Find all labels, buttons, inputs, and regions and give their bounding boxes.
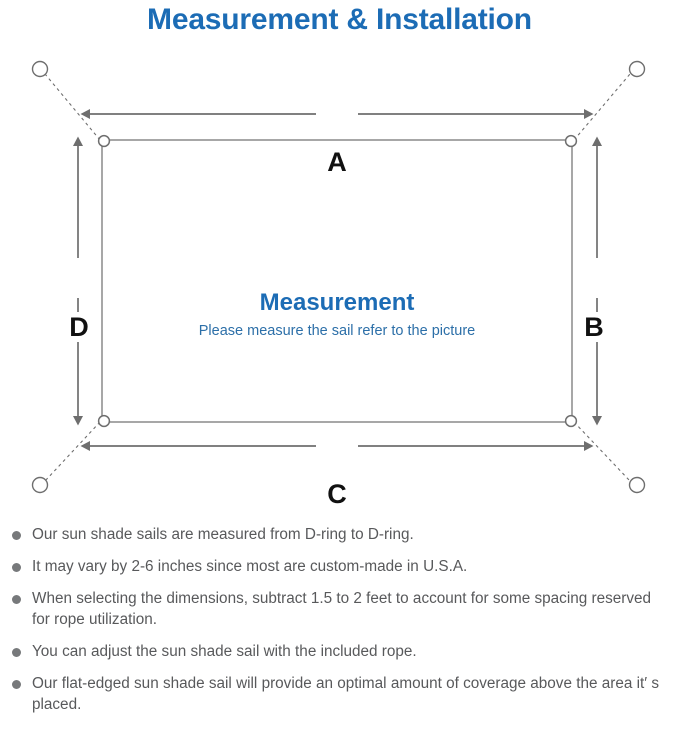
anchor-ring-bottom-left xyxy=(31,476,49,494)
anchor-rings xyxy=(31,60,646,494)
rope-bottom-right xyxy=(573,421,631,482)
bullet-icon xyxy=(12,595,21,604)
bullet-icon xyxy=(12,563,21,572)
rope-lines xyxy=(44,73,631,482)
anchor-ring-bottom-right xyxy=(628,476,646,494)
bullet-icon xyxy=(12,648,21,657)
dimension-label-c: C xyxy=(319,479,355,509)
sail-rectangle xyxy=(101,139,573,423)
rope-bottom-left xyxy=(44,421,101,482)
notes-list: Our sun shade sails are measured from D-… xyxy=(0,524,679,726)
d-rings xyxy=(97,134,578,428)
list-item: Our sun shade sails are measured from D-… xyxy=(0,524,679,545)
d-ring-top-left xyxy=(97,134,111,148)
rope-top-left xyxy=(44,73,101,141)
note-text: You can adjust the sun shade sail with t… xyxy=(32,643,417,660)
list-item: Our flat-edged sun shade sail will provi… xyxy=(0,673,679,715)
dimension-label-b: B xyxy=(576,312,612,342)
page-title: Measurement & Installation xyxy=(147,3,532,36)
dimension-label-d: D xyxy=(61,312,97,342)
note-text: Our sun shade sails are measured from D-… xyxy=(32,526,414,543)
note-text: It may vary by 2-6 inches since most are… xyxy=(32,558,468,575)
d-ring-bottom-left xyxy=(97,414,111,428)
diagram-svg xyxy=(31,60,646,494)
bullet-icon xyxy=(12,680,21,689)
sail-measurement-diagram: Measurement Please measure the sail refe… xyxy=(0,48,679,518)
note-text: When selecting the dimensions, subtract … xyxy=(32,590,652,628)
d-ring-top-right xyxy=(564,134,578,148)
rope-top-right xyxy=(573,73,631,141)
note-text: Our flat-edged sun shade sail will provi… xyxy=(32,675,660,713)
anchor-ring-top-left xyxy=(31,60,49,78)
list-item: When selecting the dimensions, subtract … xyxy=(0,588,679,630)
d-ring-bottom-right xyxy=(564,414,578,428)
anchor-ring-top-right xyxy=(628,60,646,78)
bullet-icon xyxy=(12,531,21,540)
list-item: It may vary by 2-6 inches since most are… xyxy=(0,556,679,577)
list-item: You can adjust the sun shade sail with t… xyxy=(0,641,679,662)
dimension-label-a: A xyxy=(319,147,355,177)
